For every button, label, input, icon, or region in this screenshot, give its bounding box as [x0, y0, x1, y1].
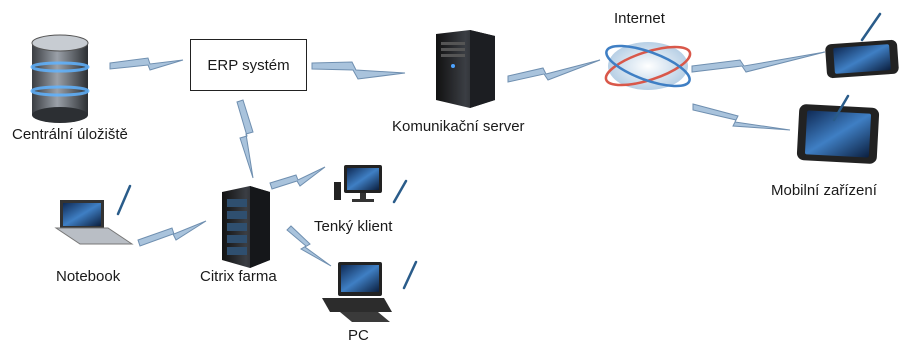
link-server-internet [507, 59, 601, 83]
central-storage-label: Centrální úložiště [12, 126, 128, 143]
erp-label: ERP systém [207, 56, 290, 74]
globe-cloud-icon [604, 42, 692, 90]
link-internet-tablet [692, 103, 791, 131]
comm-server-label: Komunikační server [392, 118, 525, 135]
notebook-label: Notebook [56, 268, 121, 285]
link-erp-citrix [236, 99, 254, 179]
monitor-icon [334, 165, 408, 204]
link-erp-server [311, 61, 406, 80]
internet-label: Internet [614, 10, 665, 27]
link-citrix-notebook [137, 220, 207, 247]
smartphone-icon [825, 12, 899, 79]
server-tower-icon [436, 30, 495, 108]
server-rack-icon [222, 186, 270, 268]
citrix-label: Citrix farma [200, 268, 277, 285]
pc-label: PC [348, 327, 369, 344]
database-icon [30, 34, 90, 123]
link-storage-erp [109, 57, 184, 71]
thin-client-label: Tenký klient [314, 218, 393, 235]
desktop-pc-icon [322, 260, 418, 322]
link-internet-phone [691, 51, 826, 73]
link-citrix-pc [286, 225, 332, 267]
link-citrix-thinclient [269, 166, 326, 190]
erp-system-box: ERP systém [190, 39, 307, 91]
links-layer [109, 51, 826, 267]
laptop-icon [54, 184, 134, 245]
tablet-icon [796, 94, 880, 164]
mobile-label: Mobilní zařízení [771, 182, 877, 199]
